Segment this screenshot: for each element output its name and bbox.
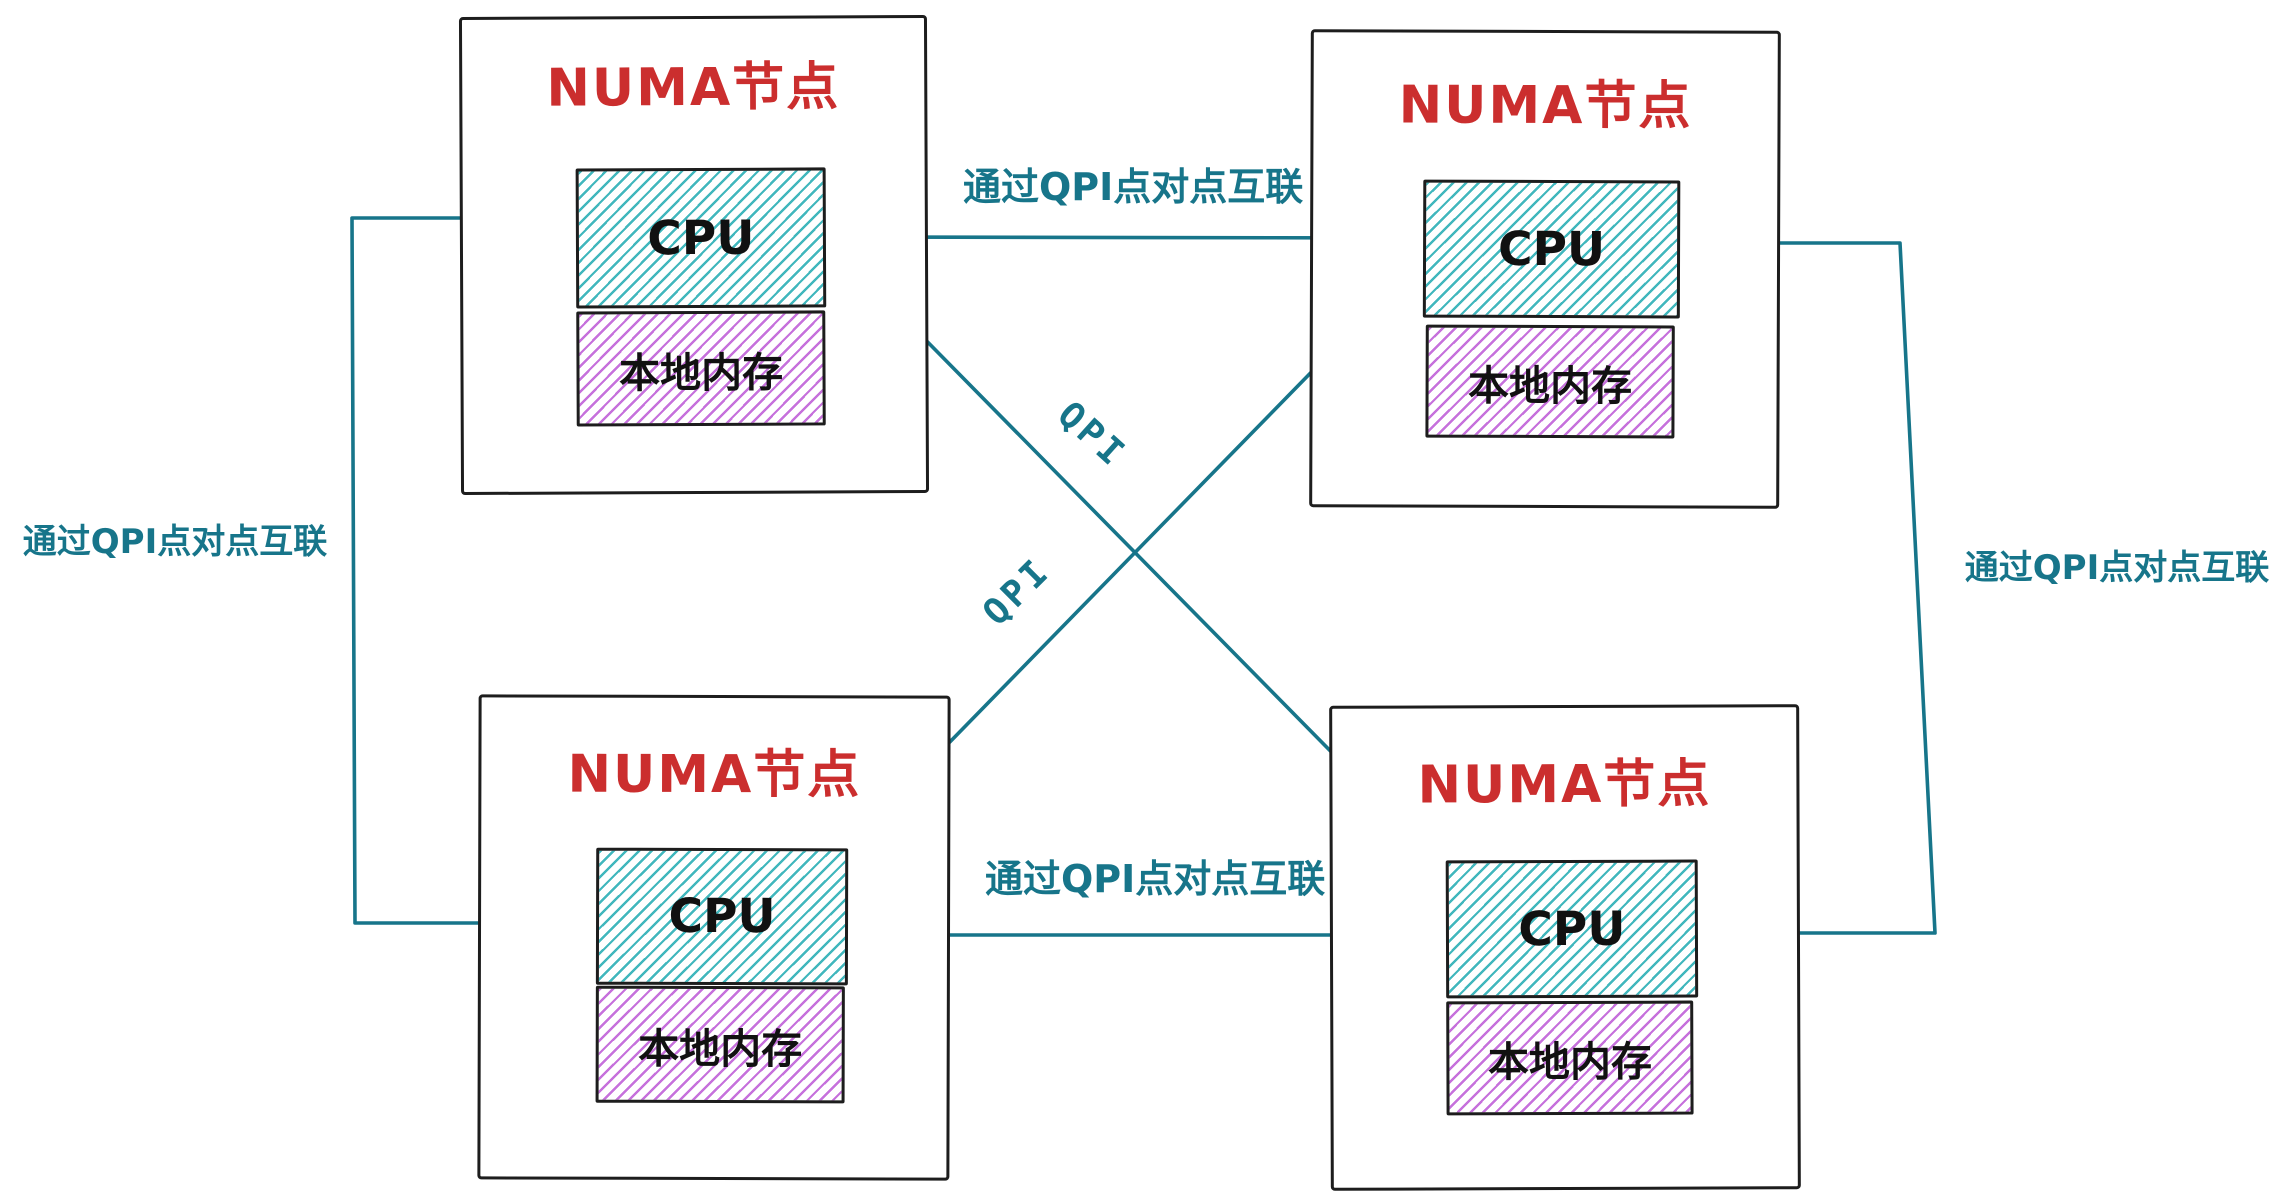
numa-node-title: NUMA节点: [1398, 75, 1693, 137]
cpu-box: CPU: [1422, 179, 1681, 319]
numa-node-bottom-left: NUMA节点 CPU 本地内存: [477, 694, 951, 1181]
qpi-label-diagonal-tlbr: QPI: [1049, 393, 1135, 477]
cpu-box: CPU: [1445, 859, 1699, 999]
cpu-label: CPU: [1497, 221, 1606, 277]
local-memory-box: 本地内存: [1425, 324, 1675, 439]
numa-node-title: NUMA节点: [567, 744, 862, 806]
cpu-label: CPU: [1518, 901, 1626, 957]
cpu-box: CPU: [595, 847, 849, 986]
cpu-label: CPU: [647, 210, 755, 266]
qpi-link-label-right: 通过QPI点对点互联: [1964, 548, 2270, 588]
memory-label: 本地内存: [618, 348, 784, 397]
qpi-link-label-bottom: 通过QPI点对点互联: [985, 857, 1326, 901]
memory-label: 本地内存: [638, 1024, 803, 1073]
cpu-label: CPU: [668, 888, 776, 945]
qpi-link-label-top: 通过QPI点对点互联: [963, 165, 1304, 209]
cpu-box: CPU: [575, 167, 827, 309]
numa-node-bottom-right: NUMA节点 CPU 本地内存: [1329, 704, 1801, 1191]
local-memory-box: 本地内存: [576, 310, 826, 427]
numa-node-title: NUMA节点: [1417, 754, 1712, 816]
qpi-label-diagonal-trbl: QPI: [975, 550, 1059, 634]
numa-node-title: NUMA节点: [546, 57, 841, 119]
qpi-link-label-left: 通过QPI点对点互联: [22, 522, 328, 562]
local-memory-box: 本地内存: [1446, 1000, 1694, 1116]
numa-node-top-right: NUMA节点 CPU 本地内存: [1309, 29, 1781, 509]
numa-node-top-left: NUMA节点 CPU 本地内存: [458, 14, 930, 496]
local-memory-box: 本地内存: [595, 985, 845, 1104]
memory-label: 本地内存: [1487, 1037, 1652, 1087]
memory-label: 本地内存: [1468, 361, 1633, 410]
